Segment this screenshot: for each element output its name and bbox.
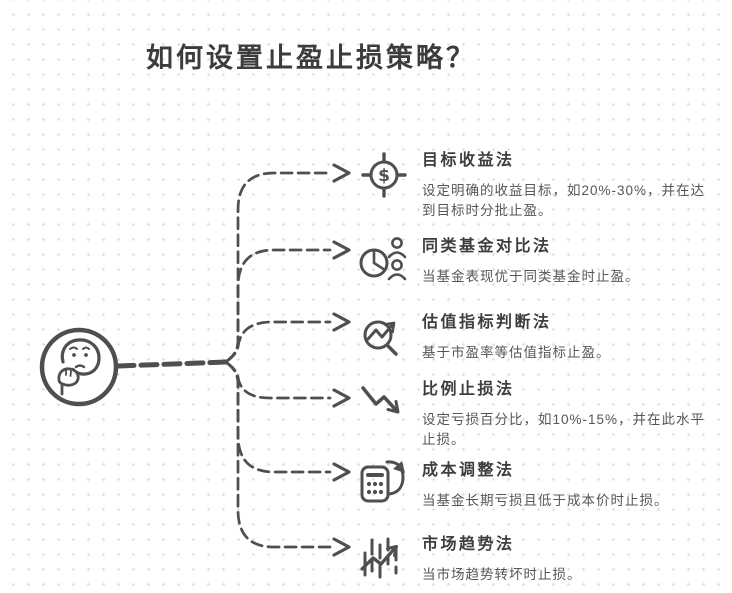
downtrend-arrow-icon [356,375,412,433]
arrowhead-icon [332,240,351,260]
strategy-desc: 设定明确的收益目标，如20%-30%，并在达到目标时分批止盈。 [422,183,706,219]
strategy-item-valuation: 估值指标判断法 基于市盈率等估值指标止盈。 [356,308,708,363]
strategy-title: 市场趋势法 [422,536,515,553]
strategy-desc: 当基金长期亏损且低于成本价时止损。 [422,493,669,508]
strategy-item-market-trend: 市场趋势法 当市场趋势转坏时止损。 [356,530,708,585]
strategy-desc: 基于市盈率等估值指标止盈。 [422,345,611,360]
branch-line-3 [225,320,332,363]
arrowhead-icon [332,312,351,332]
calculator-refresh-icon [356,456,412,514]
thinking-face-icon [39,327,119,407]
strategy-title: 同类基金对比法 [422,238,552,255]
svg-text:$: $ [378,166,390,186]
branch-line-4 [225,361,332,400]
arrowhead-icon [332,163,351,183]
strategy-title: 成本调整法 [422,462,515,479]
strategy-desc: 当基金表现优于同类基金时止盈。 [422,269,640,284]
strategy-title: 目标收益法 [422,152,515,169]
strategy-desc: 设定亏损百分比，如10%-15%，并在此水平止损。 [422,412,706,448]
strategy-item-cost-adjustment: 成本调整法 当基金长期亏损且低于成本价时止损。 [356,456,708,511]
strategy-item-percentage-stoploss: 比例止损法 设定亏损百分比，如10%-15%，并在此水平止损。 [356,375,708,451]
branch-line-2 [225,248,332,363]
magnifier-trend-icon [356,308,412,366]
market-bars-trend-icon [356,530,412,588]
page-title: 如何设置止盈止损策略？ [146,43,476,73]
dollar-target-icon: $ [356,146,412,204]
main-stem-line [115,359,230,369]
strategy-item-peer-comparison: 同类基金对比法 当基金表现优于同类基金时止盈。 [356,232,708,287]
strategy-item-target-return: $ 目标收益法 设定明确的收益目标，如20%-30%，并在达到目标时分批止盈。 [356,146,708,222]
branch-line-5 [225,361,332,474]
arrowhead-icon [332,388,351,408]
strategy-title: 比例止损法 [422,381,515,398]
arrowhead-icon [332,537,351,557]
strategy-desc: 当市场趋势转坏时止损。 [422,567,582,582]
pie-chart-users-icon [356,232,412,290]
strategy-title: 估值指标判断法 [422,314,552,331]
arrowhead-icon [332,462,351,482]
branch-line-6 [225,361,332,549]
